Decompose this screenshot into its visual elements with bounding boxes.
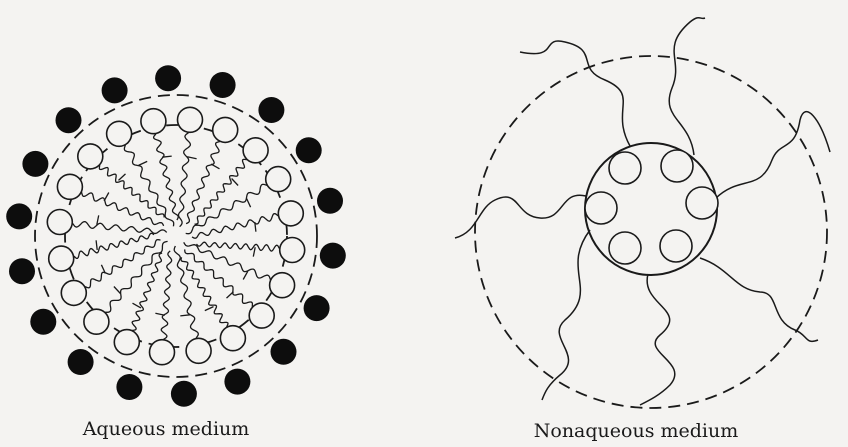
tail-kink <box>104 193 109 201</box>
polar-head-group <box>686 187 718 219</box>
aqueous-head-groups <box>47 107 304 364</box>
hydrocarbon-chain <box>669 18 705 155</box>
tail-kink <box>211 164 219 169</box>
counter-ion <box>210 72 236 98</box>
counter-ion <box>30 309 56 335</box>
polar-head-group <box>609 232 641 264</box>
counter-ion <box>6 203 32 229</box>
polar-head-group <box>660 230 692 262</box>
polar-head-group <box>280 238 305 263</box>
tail-kink <box>253 247 255 256</box>
polar-head-group <box>107 121 132 146</box>
tail-kink <box>227 292 234 299</box>
aqueous-hydrocarbon-tails <box>73 133 280 340</box>
polar-head-group <box>186 338 211 363</box>
tail-kink <box>114 287 121 294</box>
hydrocarbon-tail <box>197 242 280 251</box>
polar-head-group <box>220 326 245 351</box>
polar-head-group <box>47 210 72 235</box>
counter-ion <box>56 107 82 133</box>
hydrocarbon-tail <box>82 192 164 226</box>
counter-ion <box>9 258 35 284</box>
caption-aqueous: Aqueous medium <box>48 418 284 440</box>
tail-kink <box>119 174 126 181</box>
hydrocarbon-tail <box>186 142 220 224</box>
counter-ion <box>224 369 250 395</box>
hydrocarbon-tail <box>161 251 171 339</box>
counter-ion <box>296 137 322 163</box>
tail-kink <box>247 199 251 208</box>
counter-ion <box>304 295 330 321</box>
counter-ion <box>155 65 181 91</box>
polar-head-group <box>57 174 82 199</box>
hydrocarbon-tail <box>105 241 167 312</box>
polar-head-group <box>141 109 166 134</box>
polar-head-group <box>243 138 268 163</box>
tail-kink <box>205 307 214 311</box>
hydrocarbon-chain <box>700 258 818 341</box>
hydrocarbon-tail <box>195 159 247 224</box>
polar-head-group <box>84 309 109 334</box>
tail-kink <box>139 161 148 165</box>
polar-head-group <box>585 192 617 224</box>
counter-ion <box>171 381 197 407</box>
polar-head-group <box>49 246 74 271</box>
tail-kink <box>232 179 239 186</box>
tail-kink <box>243 271 248 279</box>
counter-ion <box>258 97 284 123</box>
nonaqueous-outer-boundary <box>475 56 827 408</box>
hydrocarbon-tail <box>99 165 164 217</box>
polar-head-group <box>249 303 274 328</box>
aqueous-micelle <box>6 65 346 407</box>
polar-head-group <box>78 144 103 169</box>
polar-head-group <box>213 117 238 142</box>
counter-ion <box>320 243 346 269</box>
counter-ion <box>22 151 48 177</box>
counter-ion <box>68 349 94 375</box>
nonaqueous-micelle <box>455 18 830 408</box>
polar-head-group <box>178 107 203 132</box>
counter-ion <box>102 77 128 103</box>
polar-head-group <box>61 280 86 305</box>
hydrocarbon-tail <box>192 214 278 239</box>
aqueous-outer-boundary <box>35 95 317 377</box>
hydrocarbon-tail <box>184 242 271 279</box>
caption-nonaqueous: Nonaqueous medium <box>498 420 774 442</box>
polar-head-group <box>266 167 291 192</box>
tail-kink <box>155 313 164 315</box>
polar-head-group <box>114 330 139 355</box>
aqueous-counter-ions <box>6 65 346 407</box>
polar-head-group <box>609 152 641 184</box>
hydrocarbon-chain <box>640 274 675 405</box>
tail-kink <box>180 315 190 316</box>
counter-ion <box>271 339 297 365</box>
polar-head-group <box>278 201 303 226</box>
hydrocarbon-tail <box>154 134 179 220</box>
polar-head-group <box>661 150 693 182</box>
counter-ion <box>317 188 343 214</box>
tail-kink <box>96 240 97 250</box>
polar-head-group <box>270 273 295 298</box>
nonaqueous-hydrocarbon-chains <box>455 18 830 405</box>
polar-head-group <box>150 340 175 365</box>
hydrocarbon-tail <box>74 233 154 258</box>
hydrocarbon-chain <box>520 41 630 146</box>
counter-ion <box>116 374 142 400</box>
hydrocarbon-chain <box>716 112 830 198</box>
nonaqueous-head-groups <box>585 150 718 264</box>
